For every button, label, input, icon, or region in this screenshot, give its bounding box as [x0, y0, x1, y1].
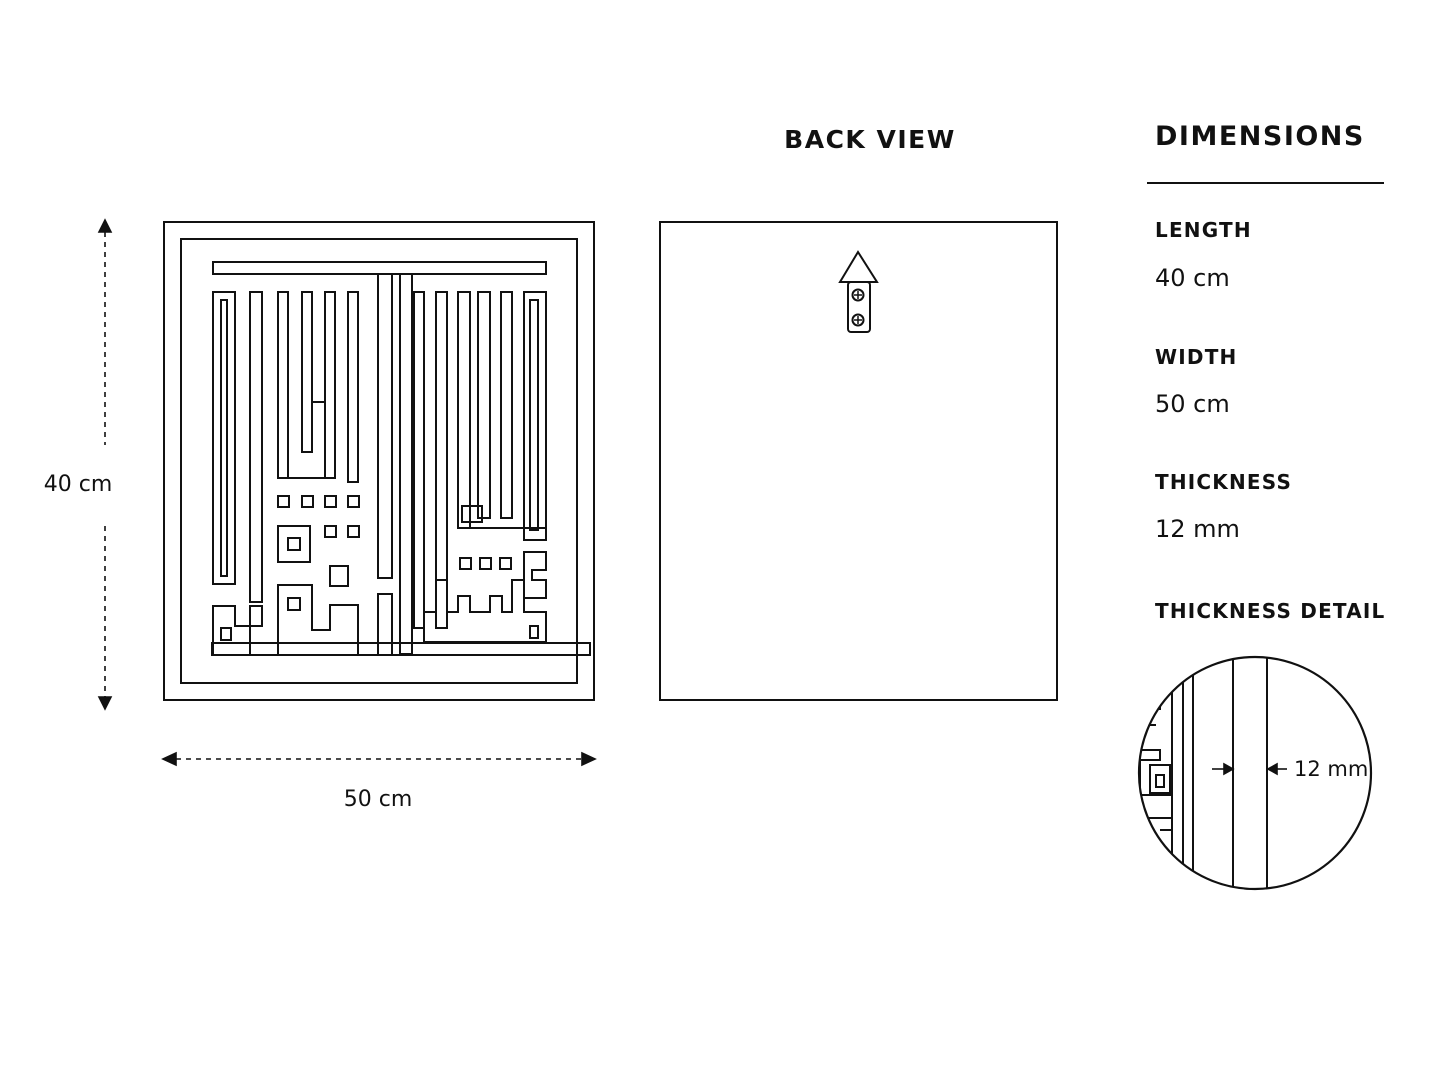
- kufic-calligraphy-pattern: [211, 261, 591, 656]
- front-view: [163, 221, 595, 701]
- thickness-value: 12 mm: [1155, 515, 1240, 543]
- arrow-right-icon: [1223, 762, 1235, 776]
- screw-icon: [851, 313, 865, 327]
- thickness-callout-label: 12 mm: [1294, 757, 1368, 781]
- width-label: WIDTH: [1155, 345, 1237, 369]
- front-inner-frame: [180, 238, 578, 684]
- screw-icon: [851, 288, 865, 302]
- width-value: 50 cm: [1155, 390, 1230, 418]
- back-panel: [659, 221, 1058, 701]
- thickness-detail-label: THICKNESS DETAIL: [1155, 599, 1386, 623]
- thickness-detail-circle: 12 mm: [1137, 655, 1373, 891]
- length-label: LENGTH: [1155, 218, 1252, 242]
- arrow-down-icon: [97, 696, 113, 711]
- height-dimension-arrow: [97, 218, 113, 711]
- height-dimension-label: 40 cm: [44, 472, 113, 497]
- arrow-right-icon: [581, 751, 597, 767]
- arrow-left-icon: [1266, 762, 1278, 776]
- arrow-left-icon: [161, 751, 177, 767]
- dimensions-title: DIMENSIONS: [1155, 121, 1365, 152]
- back-view-title: BACK VIEW: [784, 125, 956, 154]
- length-value: 40 cm: [1155, 264, 1230, 292]
- front-outer-frame: [163, 221, 595, 701]
- width-dimension-arrow: [161, 751, 597, 767]
- width-dimension-label: 50 cm: [344, 787, 413, 812]
- thickness-callout-arrows: [1212, 762, 1287, 776]
- thickness-label: THICKNESS: [1155, 470, 1292, 494]
- arrow-up-icon: [97, 218, 113, 233]
- sawtooth-hanger-icon: [838, 250, 879, 333]
